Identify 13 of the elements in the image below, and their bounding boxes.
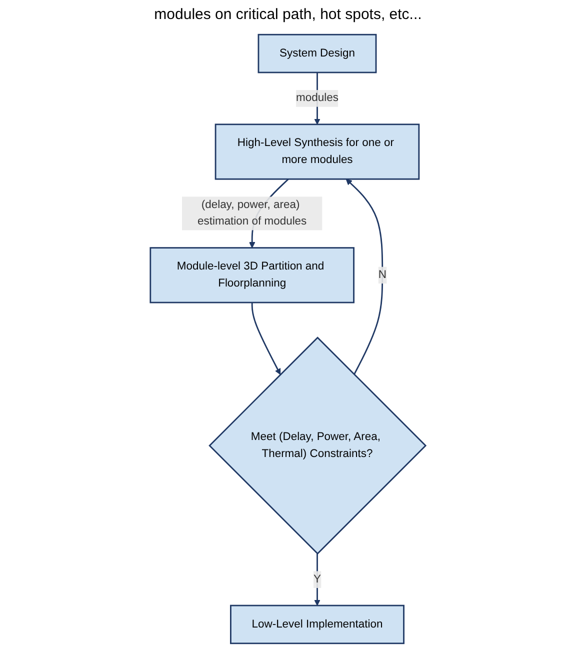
edge-label: N	[378, 268, 386, 281]
node-box: Low-Level Implementation	[230, 604, 404, 644]
edge-label: Y	[314, 573, 321, 586]
edge-label: (delay, power, area) estimation of modules	[198, 198, 307, 228]
arrow	[251, 302, 281, 375]
edge-label: modules	[296, 92, 338, 104]
arrow	[314, 554, 320, 606]
node-diamond: Meet (Delay, Power, Area, Thermal) Constraints?	[208, 336, 427, 555]
node-box: High-Level Synthesis for one or more modules	[214, 124, 420, 180]
arrow	[346, 178, 384, 375]
node-box: Module-level 3D Partition and Floorplanning	[150, 247, 354, 304]
node-box: System Design	[258, 34, 377, 74]
note-text: modules on critical path, hot spots, etc...	[154, 6, 422, 23]
